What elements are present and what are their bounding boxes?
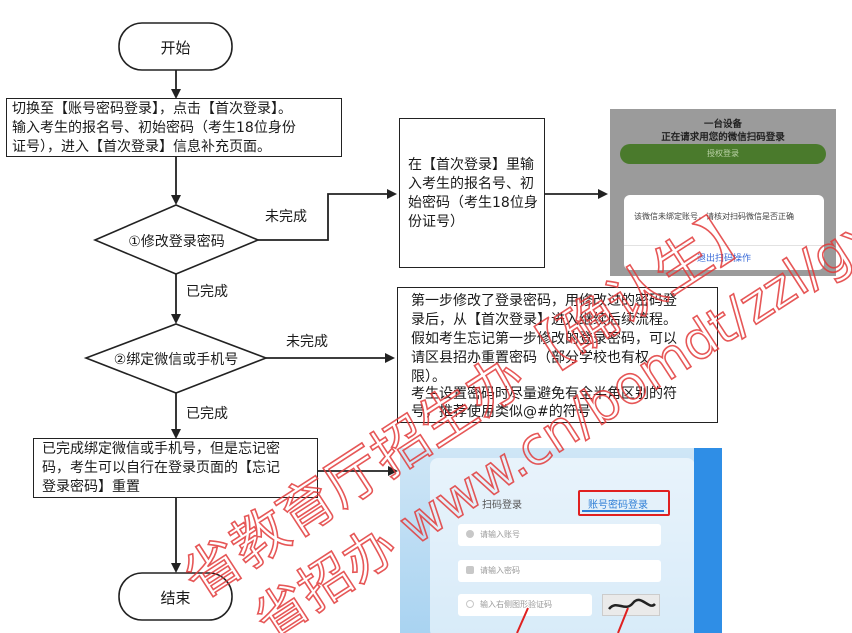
- note2-line-7: 号，推荐使用类似@#的符号: [411, 404, 591, 420]
- unbound-account-dialog: 该微信未绑定账号，请核对扫码微信是否正确 退出扫码操作: [624, 195, 824, 270]
- note2-line-2: 录后，从【首次登录】进入继续后续流程。: [411, 312, 677, 328]
- step3-line-2: 码，考生可以自行在登录页面的【忘记: [42, 460, 280, 476]
- note1-line-1: 在【首次登录】里输: [408, 157, 534, 173]
- edge-label-decision1-completed: 已完成: [186, 284, 228, 300]
- note2-line-4: 请区县招办重置密码（部分学校也有权: [411, 350, 649, 366]
- note2-line-5: 限）。: [411, 369, 446, 385]
- login-side-bar: [694, 448, 722, 633]
- step1-line-3: 证号），进入【首次登录】信息补充页面。: [12, 139, 271, 155]
- lock-icon: [466, 566, 474, 574]
- unbound-account-message: 该微信未绑定账号，请核对扫码微信是否正确: [634, 212, 794, 221]
- edge-label-decision2-completed: 已完成: [186, 406, 228, 422]
- user-icon: [466, 530, 474, 538]
- start-label: 开始: [160, 39, 191, 57]
- password-placeholder: 请输入密码: [480, 566, 520, 575]
- note1-box: [399, 118, 545, 268]
- note2-line-1: 第一步修改了登录密码，用修改过的密码登: [411, 293, 677, 309]
- red-annotation-lines: [516, 607, 629, 633]
- exit-scan-link[interactable]: 退出扫码操作: [696, 254, 751, 264]
- captcha-placeholder: 输入右侧图形验证码: [480, 600, 552, 609]
- tab-password-login[interactable]: 账号密码登录: [588, 500, 648, 511]
- captcha-scribble-icon: [608, 598, 656, 610]
- edge-label-decision2-incomplete: 未完成: [286, 334, 328, 350]
- note2-line-3: 假如考生忘记第一步修改的登录密码，可以: [411, 331, 677, 347]
- end-label: 结束: [160, 589, 191, 607]
- password-tab-highlight: [578, 490, 670, 516]
- wechat-scan-screenshot: 一台设备 正在请求用您的微信扫码登录 授权登录 该微信未绑定账号，请核对扫码微信…: [610, 109, 836, 276]
- note2-box: [397, 287, 718, 423]
- note1-line-3: 始密码（考生18位身: [408, 195, 538, 211]
- step1-line-1: 切换至【账号密码登录】，点击【首次登录】。: [12, 101, 292, 117]
- note2-line-6: 考生设置密码时尽量避免有全半角区别的符: [411, 386, 677, 402]
- password-tab-underline: [582, 510, 664, 512]
- step1-box: [6, 98, 342, 157]
- shield-icon: [466, 600, 474, 608]
- step3-line-1: 已完成绑定微信或手机号，但是忘记密: [42, 441, 280, 457]
- captcha-input[interactable]: 输入右侧图形验证码: [458, 594, 592, 616]
- note1-line-2: 入考生的报名号、初: [408, 176, 534, 192]
- step3-line-3: 登录密码】重置: [42, 479, 140, 495]
- account-placeholder: 请输入账号: [480, 530, 520, 539]
- decision1-label: ①修改登录密码: [128, 234, 225, 250]
- tab-scan-login[interactable]: 扫码登录: [482, 500, 522, 511]
- password-input[interactable]: 请输入密码: [458, 560, 661, 582]
- decision2-label: ②绑定微信或手机号: [113, 352, 239, 368]
- dialog-divider: [624, 245, 824, 246]
- end-terminal: [118, 572, 233, 621]
- account-input[interactable]: 请输入账号: [458, 524, 661, 546]
- phone-title-device: 一台设备: [703, 119, 742, 130]
- edge-label-decision1-incomplete: 未完成: [265, 209, 307, 225]
- authorize-login-label: 授权登录: [707, 149, 739, 158]
- login-page-screenshot: 扫码登录 账号密码登录 请输入账号 请输入密码 输入右侧图形验证码: [400, 448, 722, 633]
- phone-title-request: 正在请求用您的微信扫码登录: [661, 132, 785, 143]
- arrow-decision1-to-note1: [258, 189, 397, 241]
- captcha-image[interactable]: [602, 594, 660, 616]
- step1-line-2: 输入考生的报名号、初始密码（考生18位身份: [12, 120, 296, 136]
- note1-line-4: 份证号）: [408, 214, 464, 230]
- step3-box: [33, 438, 318, 498]
- authorize-login-button[interactable]: 授权登录: [620, 144, 826, 164]
